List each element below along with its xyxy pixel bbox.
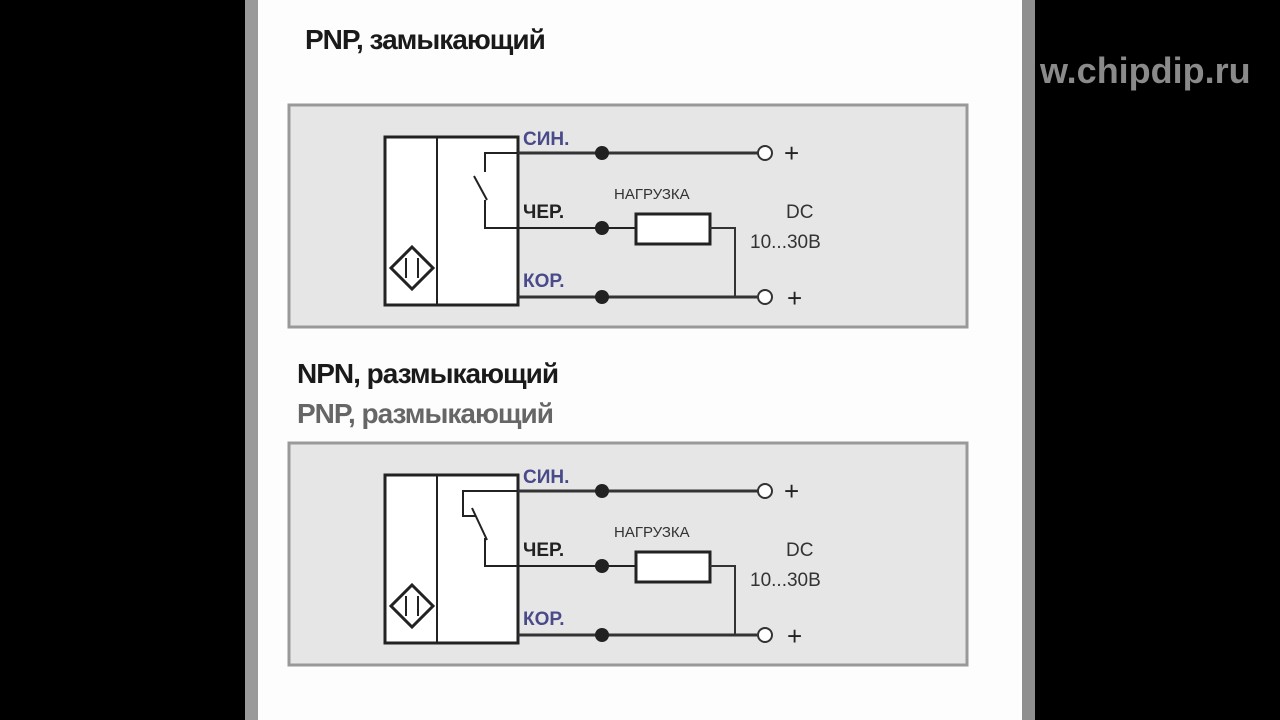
wire-label-black: ЧЕР. (523, 202, 564, 223)
sensor-body (383, 135, 520, 307)
diagram-npn-nc: + + СИН. ЧЕР. КОР. НАГРУЗКА DC 10...30В (287, 441, 969, 667)
terminal-icon (757, 289, 773, 305)
terminal-icon (757, 627, 773, 643)
plus-terminal: + (784, 476, 799, 506)
sensor-body (383, 473, 520, 645)
wire-label-blue: СИН. (523, 129, 569, 150)
wire-label-brown: КОР. (523, 609, 564, 630)
wire-label-blue: СИН. (523, 467, 569, 488)
plus-terminal: + (784, 138, 799, 168)
wire-label-brown: КОР. (523, 271, 564, 292)
supply-voltage: 10...30В (750, 232, 821, 253)
diagram-title-1: PNP, замыкающий (305, 24, 546, 55)
terminal-icon (757, 145, 773, 161)
load-resistor (634, 550, 712, 584)
switch-no-icon (473, 152, 636, 229)
diagram-title-2: NPN, размыкающий (297, 358, 559, 389)
switch-nc-icon (462, 490, 636, 567)
supply-voltage: 10...30В (750, 570, 821, 591)
sensor-diamond-icon (388, 244, 436, 292)
panel-border-right (1022, 0, 1035, 720)
diagram-title-2-ghost: PNP, размыкающий (297, 398, 554, 429)
supply-type: DC (786, 202, 813, 223)
supply-type: DC (786, 540, 813, 561)
watermark: w.chipdip.ru (1040, 50, 1251, 91)
terminal-icon (757, 483, 773, 499)
diagram-pnp-no: + + СИН. ЧЕР. КОР. НАГРУЗКА DC 10...30В (287, 103, 969, 329)
load-label: НАГРУЗКА (614, 186, 690, 203)
wire-label-black: ЧЕР. (523, 540, 564, 561)
plus-terminal: + (787, 283, 802, 313)
load-label: НАГРУЗКА (614, 524, 690, 541)
panel-border-left (245, 0, 258, 720)
load-resistor (634, 212, 712, 246)
plus-terminal: + (787, 621, 802, 651)
sensor-diamond-icon (388, 582, 436, 630)
